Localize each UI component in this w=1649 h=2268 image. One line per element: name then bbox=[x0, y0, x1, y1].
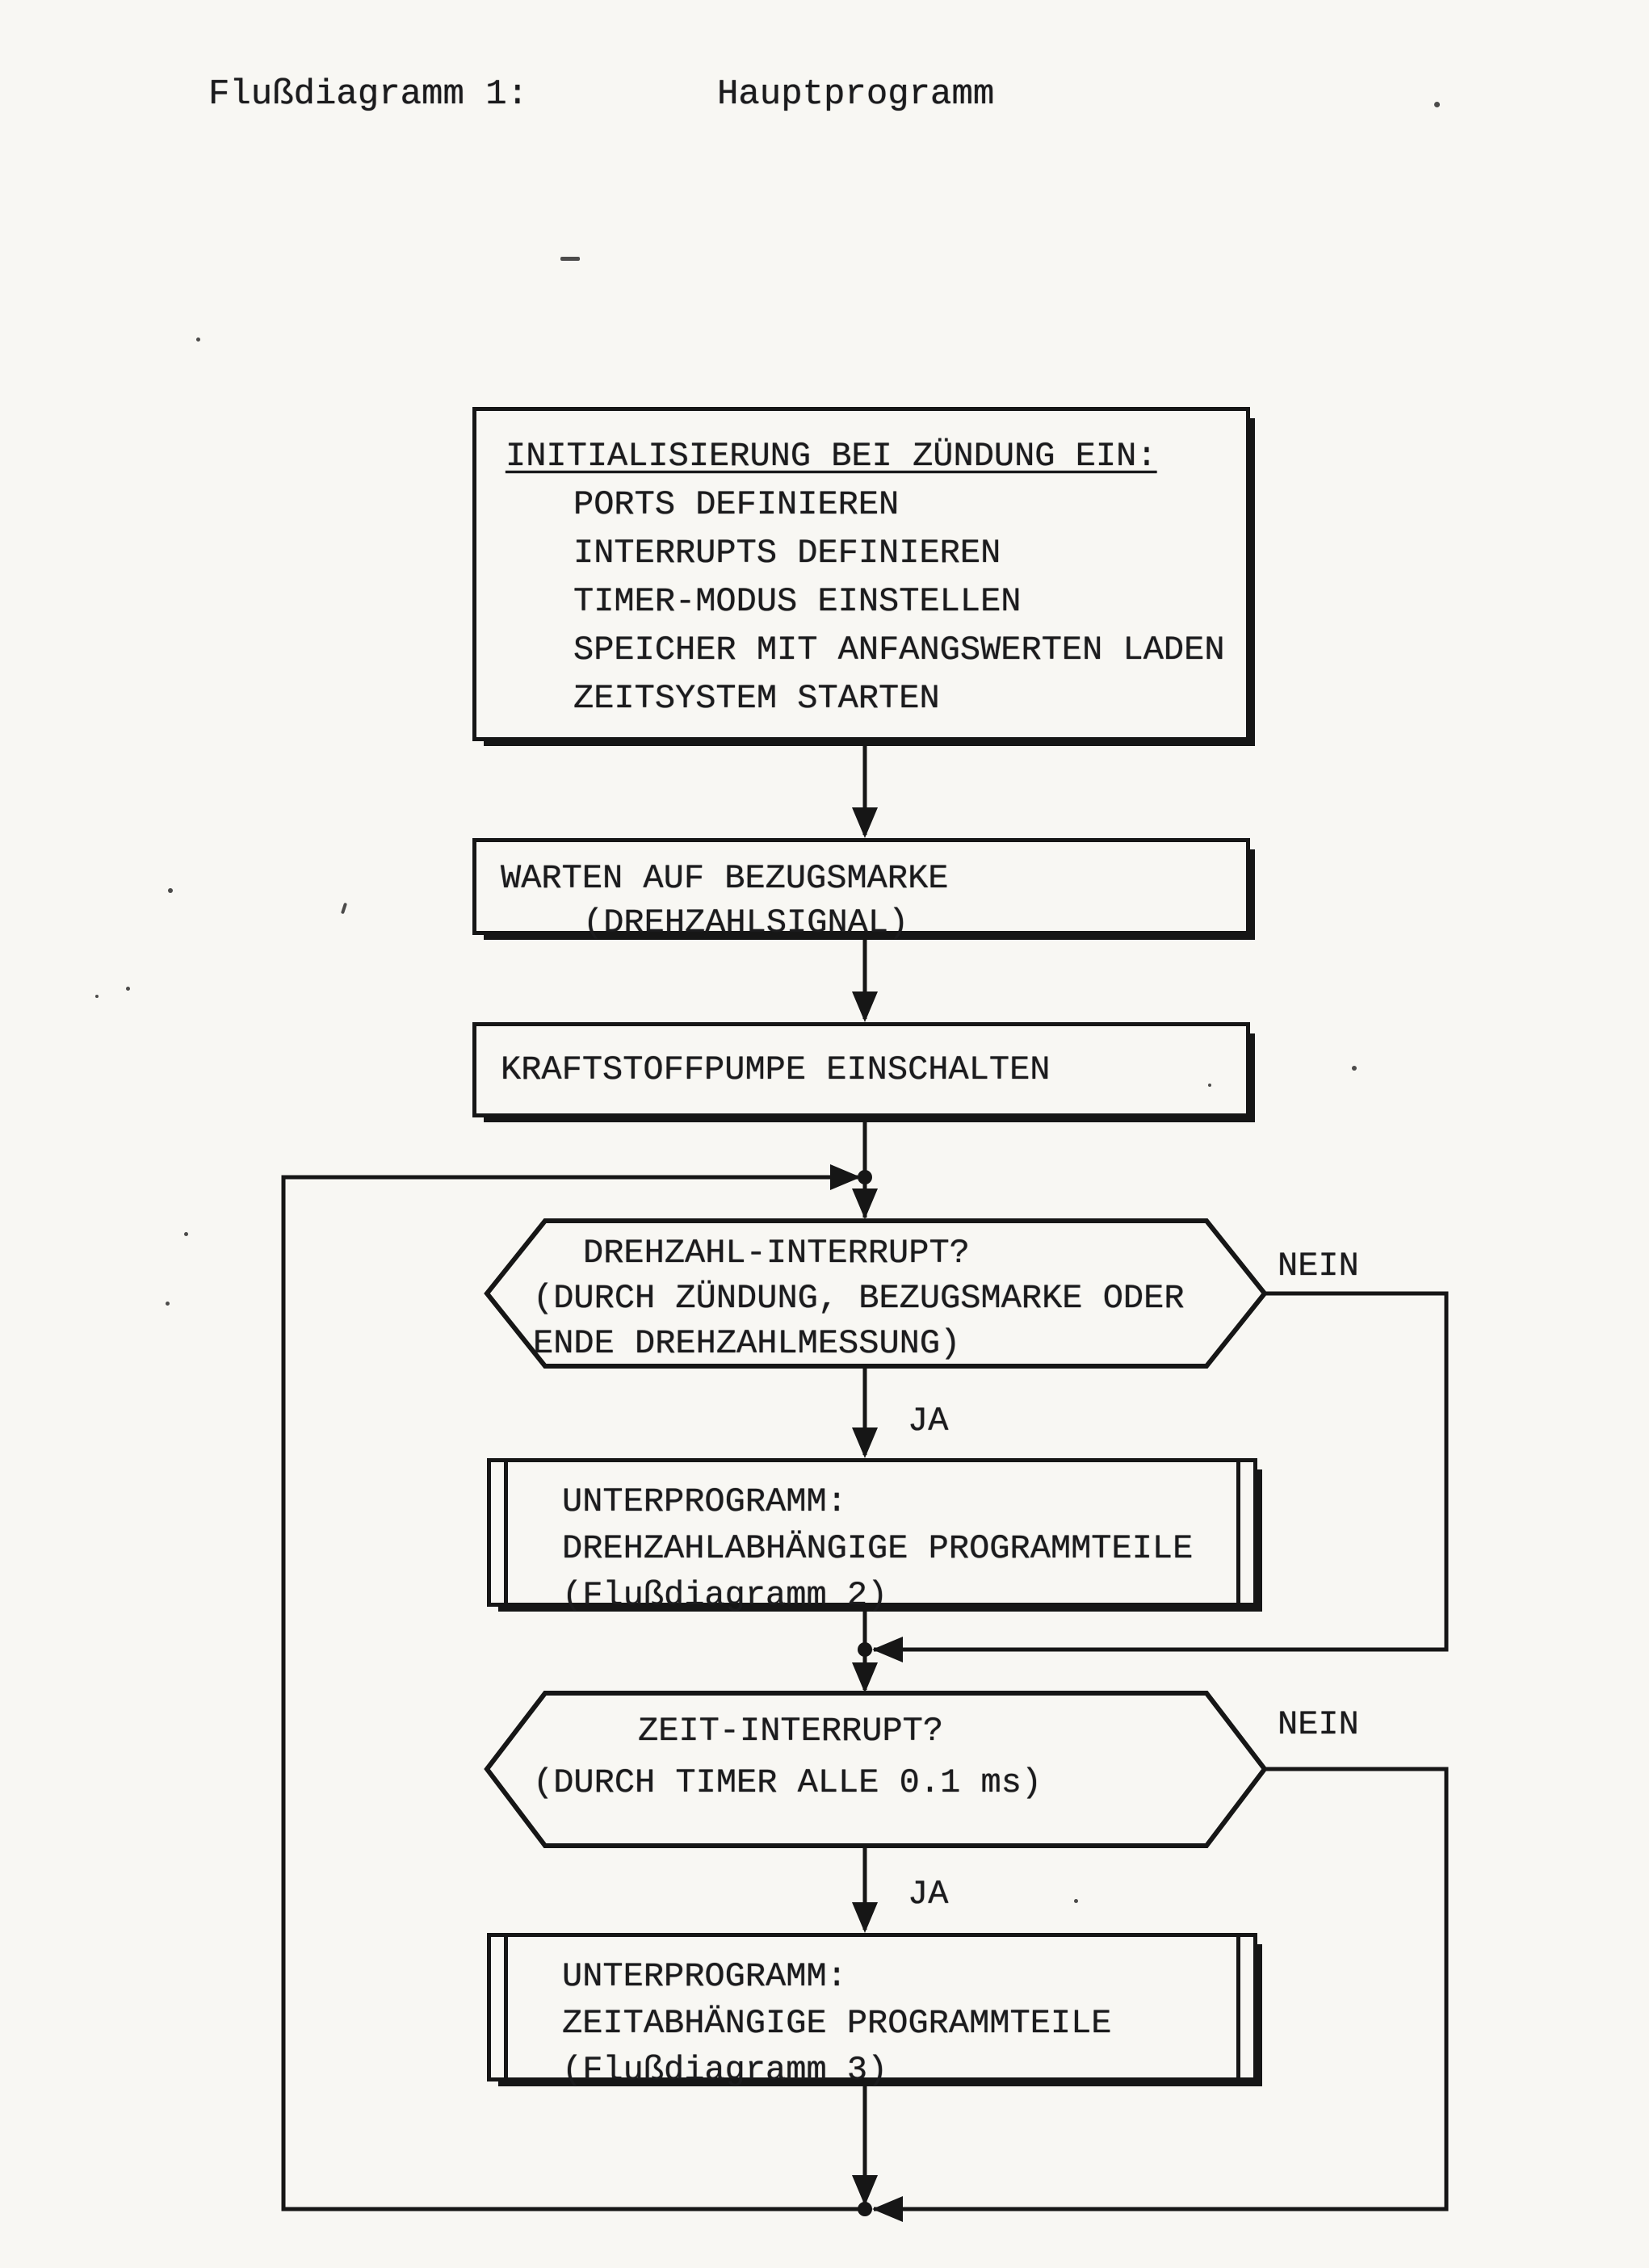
init-line: TIMER-MODUS EINSTELLEN bbox=[573, 582, 1022, 621]
decision2-text: ZEIT-INTERRUPT? (DURCH TIMER ALLE 0.1 ms… bbox=[533, 1705, 1227, 1809]
scan-speckle bbox=[560, 257, 580, 261]
decision1-line2: (DURCH ZÜNDUNG, BEZUGSMARKE ODER bbox=[533, 1279, 1185, 1318]
subroutine-bar bbox=[504, 1937, 508, 2077]
process-box-initialisierung: INITIALISIERUNG BEI ZÜNDUNG EIN: PORTS D… bbox=[472, 407, 1250, 741]
arrowhead-down-icon bbox=[852, 1188, 878, 1219]
process-box-warten: WARTEN AUF BEZUGSMARKE (DREHZAHLSIGNAL) bbox=[472, 838, 1250, 942]
scan-speckle bbox=[1074, 1899, 1078, 1903]
init-line: PORTS DEFINIEREN bbox=[573, 485, 900, 524]
decision2-line1: ZEIT-INTERRUPT? bbox=[638, 1712, 944, 1750]
junction-dot bbox=[858, 2202, 872, 2216]
subroutine-box-zeit: UNTERPROGRAMM: ZEITABHÄNGIGE PROGRAMMTEI… bbox=[487, 1933, 1257, 2090]
scan-speckle bbox=[1352, 1066, 1357, 1071]
scan-speckle bbox=[1208, 1084, 1211, 1087]
subroutine2-line1: UNTERPROGRAMM: bbox=[562, 1957, 847, 1996]
subroutine2-line3: (Flußdiagramm 3) bbox=[562, 2051, 888, 2090]
decision2-nein-label: NEIN bbox=[1278, 1705, 1359, 1744]
process-box-kraftstoffpumpe: KRAFTSTOFFPUMPE EINSCHALTEN bbox=[472, 1022, 1250, 1117]
init-heading: INITIALISIERUNG BEI ZÜNDUNG EIN: bbox=[506, 437, 1157, 476]
decision1-nein-label: NEIN bbox=[1278, 1247, 1359, 1285]
decision1-line1: DREHZAHL-INTERRUPT? bbox=[583, 1234, 970, 1272]
page-title-label: Flußdiagramm 1: bbox=[208, 74, 529, 115]
init-line: INTERRUPTS DEFINIEREN bbox=[573, 534, 1001, 572]
decision1-text: DREHZAHL-INTERRUPT? (DURCH ZÜNDUNG, BEZU… bbox=[533, 1230, 1227, 1366]
init-line: ZEITSYSTEM STARTEN bbox=[573, 679, 940, 718]
arrowhead-down-icon bbox=[852, 1902, 878, 1933]
decision1-line3: ENDE DREHZAHLMESSUNG) bbox=[533, 1324, 961, 1363]
subroutine1-line2: DREHZAHLABHÄNGIGE PROGRAMMTEILE bbox=[562, 1529, 1194, 1568]
arrowhead-left-icon bbox=[872, 1637, 903, 1662]
subroutine1-line3: (Flußdiagramm 2) bbox=[562, 1576, 888, 1615]
subroutine-bar bbox=[504, 1462, 508, 1603]
wait-line1: WARTEN AUF BEZUGSMARKE bbox=[501, 859, 949, 898]
decision1-ja-label: JA bbox=[908, 1402, 949, 1440]
subroutine-bar bbox=[1236, 1937, 1240, 2077]
arrowhead-left-icon bbox=[872, 2196, 903, 2222]
scan-speckle bbox=[1434, 102, 1440, 107]
pump-line1: KRAFTSTOFFPUMPE EINSCHALTEN bbox=[501, 1050, 1051, 1089]
arrowhead-down-icon bbox=[852, 807, 878, 838]
decision2-ja-label: JA bbox=[908, 1875, 949, 1914]
arrowhead-down-icon bbox=[852, 1662, 878, 1693]
arrowhead-down-icon bbox=[852, 1427, 878, 1458]
scan-speckle bbox=[126, 987, 130, 991]
junction-dot bbox=[858, 1642, 872, 1657]
scan-speckle bbox=[95, 995, 99, 998]
arrowhead-down-icon bbox=[852, 991, 878, 1022]
scan-speckle bbox=[166, 1302, 170, 1306]
subroutine1-line1: UNTERPROGRAMM: bbox=[562, 1482, 847, 1521]
subroutine-box-drehzahl: UNTERPROGRAMM: DREHZAHLABHÄNGIGE PROGRAM… bbox=[487, 1458, 1257, 1615]
scan-speckle bbox=[168, 888, 173, 893]
subroutine2-line2: ZEITABHÄNGIGE PROGRAMMTEILE bbox=[562, 2004, 1112, 2043]
init-line: SPEICHER MIT ANFANGSWERTEN LADEN bbox=[573, 631, 1225, 669]
junction-dot bbox=[858, 1170, 872, 1184]
scan-speckle bbox=[196, 337, 200, 342]
arrowhead-down-icon bbox=[852, 2175, 878, 2206]
decision2-line2: (DURCH TIMER ALLE 0.1 ms) bbox=[533, 1763, 1043, 1802]
page-title-value: Hauptprogramm bbox=[717, 74, 995, 115]
scan-speckle bbox=[184, 1232, 188, 1236]
wait-line2: (DREHZAHLSIGNAL) bbox=[583, 903, 909, 942]
scan-speckle bbox=[340, 902, 348, 915]
arrowhead-right-icon bbox=[830, 1164, 861, 1190]
subroutine-bar bbox=[1236, 1462, 1240, 1603]
